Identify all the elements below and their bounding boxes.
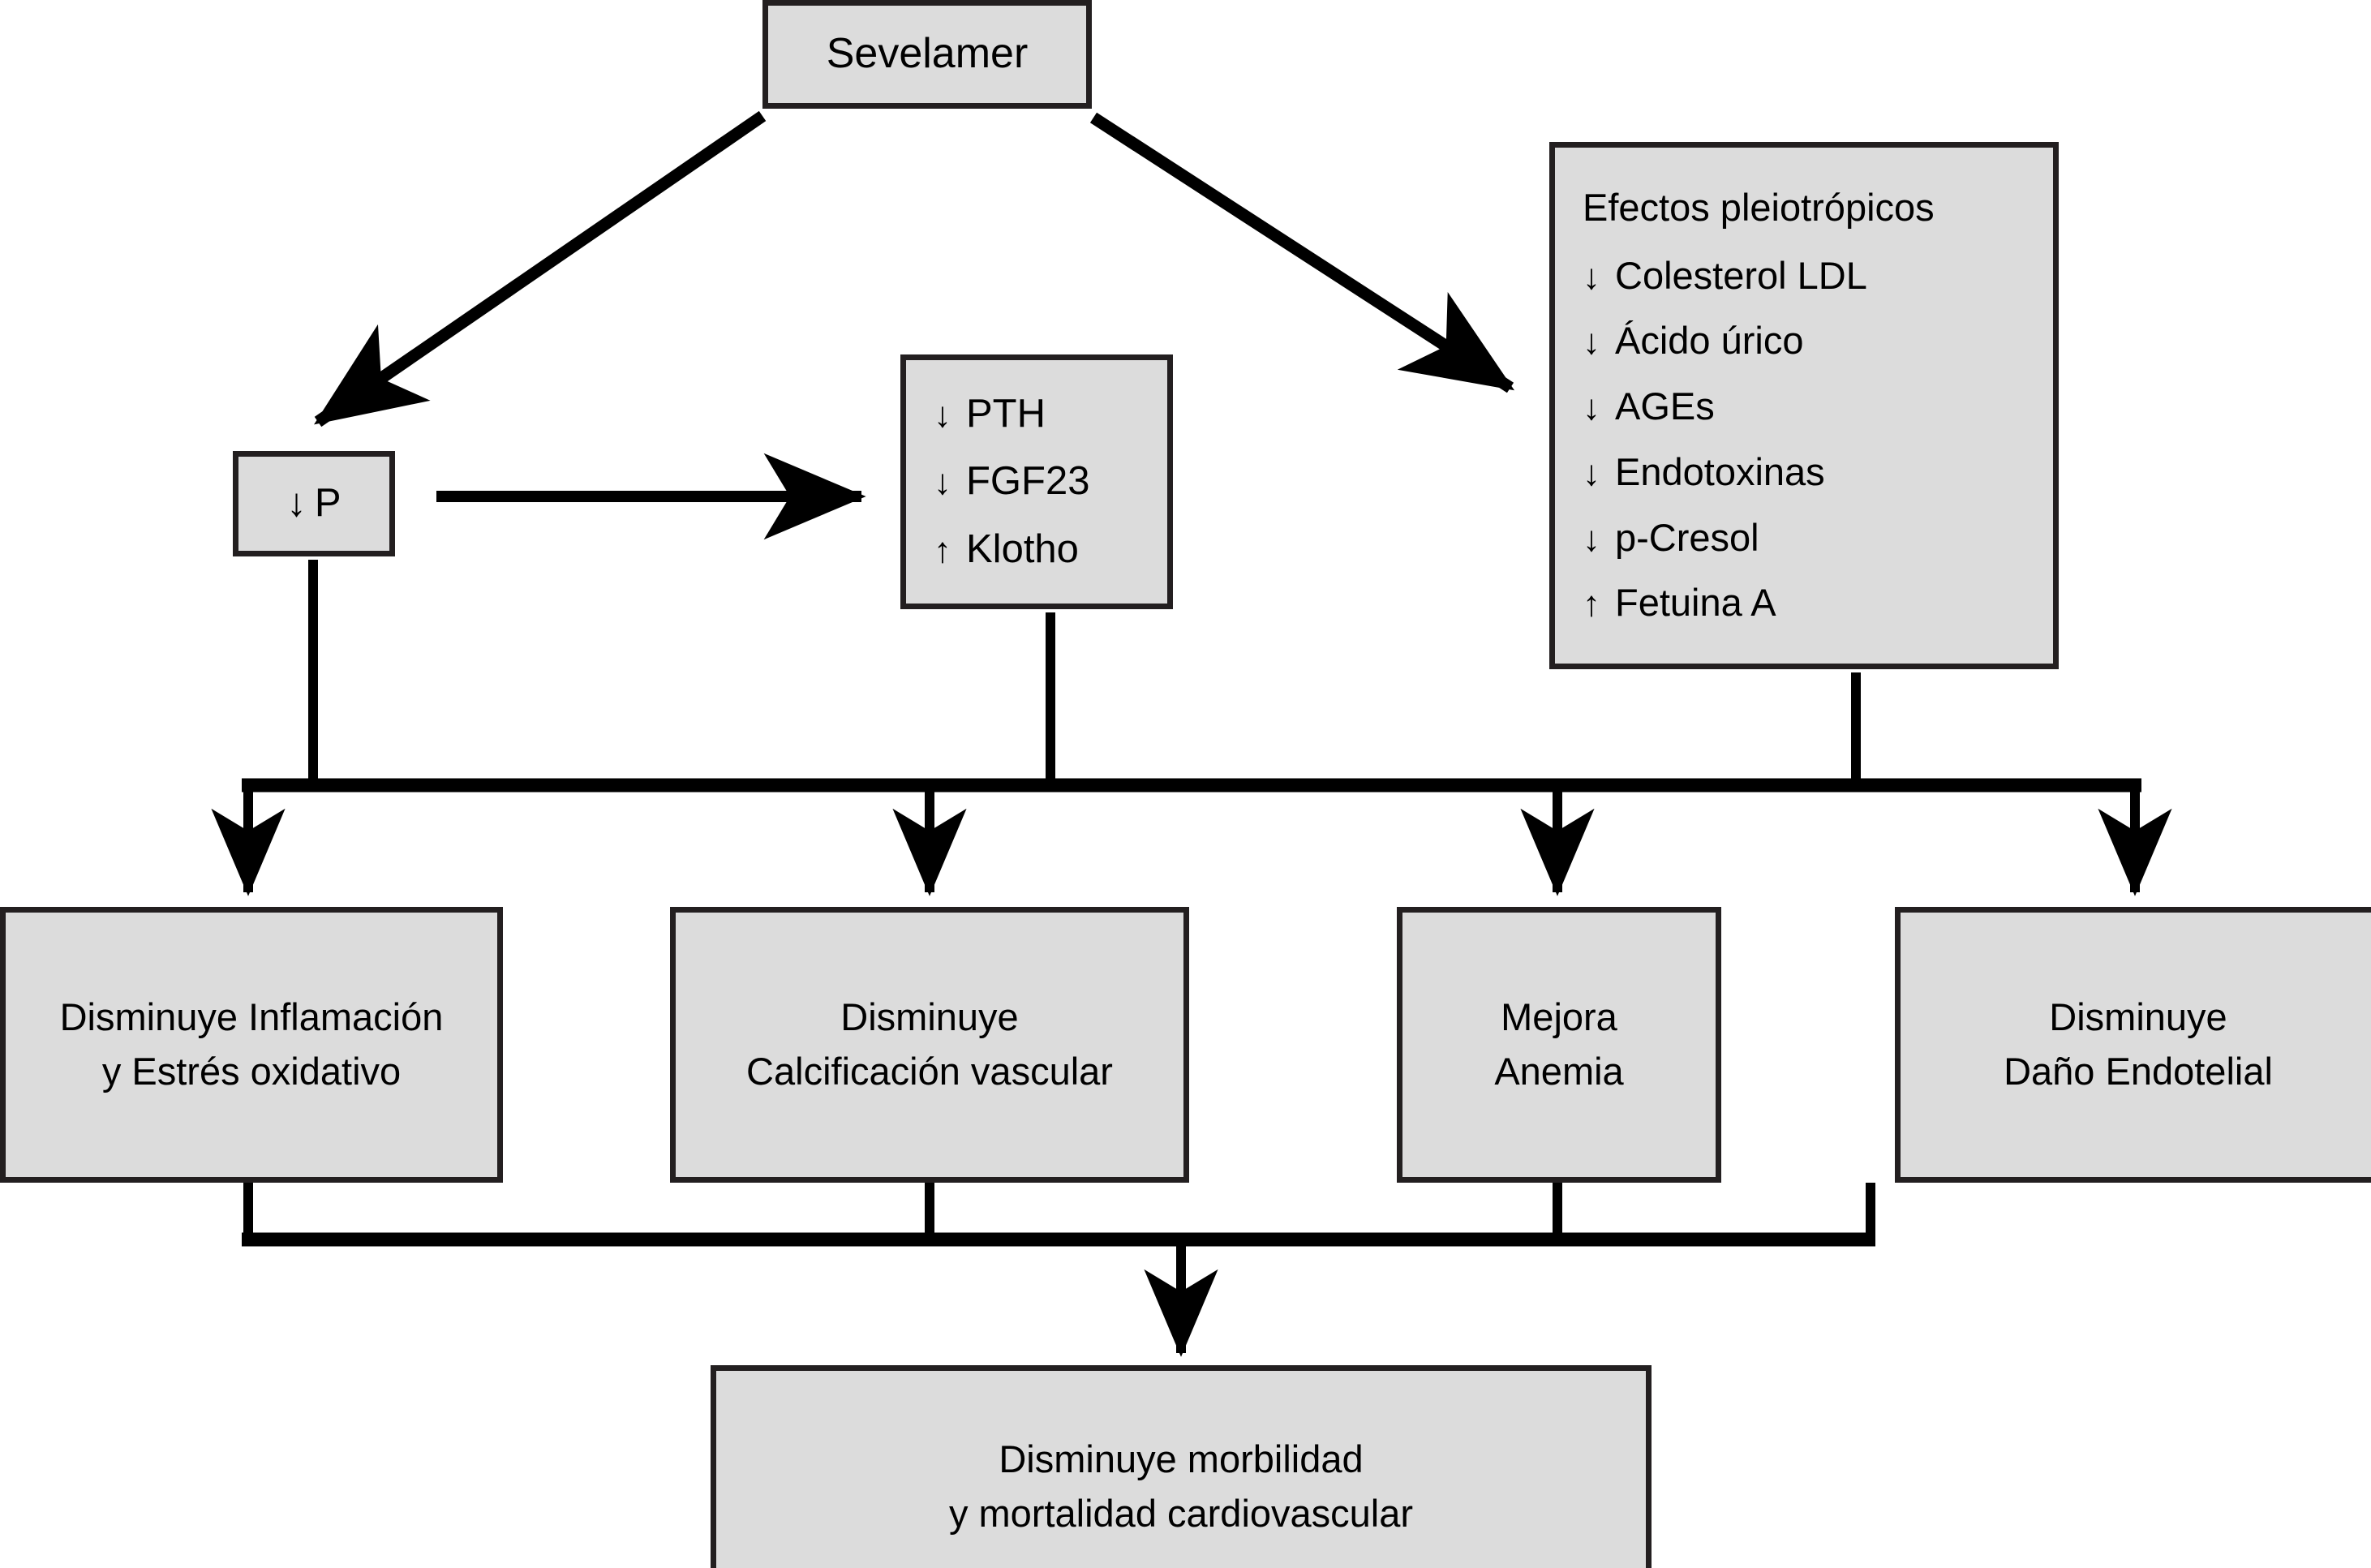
down-arrow-icon: ↓ — [1583, 322, 1600, 363]
list-item: ↓ Colesterol LDL — [1583, 249, 1867, 303]
list-item: ↓ PTH — [934, 386, 1046, 443]
down-arrow-icon: ↓ — [1583, 518, 1600, 559]
node-pth-fgf23-klotho: ↓ PTH ↓ FGF23 ↑ Klotho — [900, 354, 1173, 609]
pleiotropic-header-label: Efectos pleiotrópicos — [1583, 185, 1935, 229]
outcome-line-1: Disminuye Inflamación — [59, 995, 444, 1039]
list-item: ↑ Fetuina A — [1583, 576, 1776, 630]
list-item-label: FGF23 — [966, 459, 1090, 504]
list-item: ↓ AGEs — [1583, 380, 1715, 434]
pleiotropic-list: Efectos pleiotrópicos ↓ Colesterol LDL ↓… — [1555, 175, 2053, 636]
down-arrow-icon: ↓ — [286, 481, 307, 526]
node-phosphate: ↓P — [233, 451, 395, 556]
outcome-line-2: Calcificación vascular — [746, 1050, 1113, 1093]
node-outcome-vascular-calcification: Disminuye Calcificación vascular — [670, 907, 1189, 1183]
node-phosphate-text: ↓P — [286, 475, 341, 532]
node-final-outcome: Disminuye morbilidad y mortalidad cardio… — [711, 1365, 1652, 1568]
outcome-line-1: Disminuye — [2049, 995, 2227, 1039]
list-item: ↓ FGF23 — [934, 453, 1089, 510]
node-sevelamer: Sevelamer — [762, 0, 1092, 109]
list-item-label: AGEs — [1615, 384, 1715, 428]
outcome-line-2: y Estrés oxidativo — [101, 1050, 402, 1093]
list-item-label: Fetuina A — [1615, 581, 1776, 625]
down-arrow-icon: ↓ — [1583, 388, 1600, 428]
node-pleiotropic-effects: Efectos pleiotrópicos ↓ Colesterol LDL ↓… — [1549, 142, 2059, 669]
list-item-label: p-Cresol — [1615, 515, 1759, 559]
list-item-label: Ácido úrico — [1615, 319, 1804, 363]
up-arrow-icon: ↑ — [1583, 584, 1600, 625]
edge-sevelamer-to-phosphate — [314, 110, 767, 427]
node-phosphate-label: P — [314, 481, 341, 526]
node-outcome-anemia: Mejora Anemia — [1397, 907, 1721, 1183]
outcome-line-2: Anemia — [1494, 1050, 1624, 1093]
edge-sevelamer-to-pleiotropic — [1089, 112, 1515, 393]
down-arrow-icon: ↓ — [1583, 453, 1600, 493]
list-item: ↑ Klotho — [934, 522, 1079, 578]
list-item-label: PTH — [966, 391, 1046, 436]
node-outcome-endothelial-damage: Disminuye Daño Endotelial — [1895, 907, 2371, 1183]
pth-list: ↓ PTH ↓ FGF23 ↑ Klotho — [906, 380, 1167, 584]
outcome-line-1: Mejora — [1501, 995, 1617, 1039]
list-item-label: Endotoxinas — [1615, 449, 1825, 493]
list-item: ↓ Ácido úrico — [1583, 314, 1804, 368]
final-line-2: y mortalidad cardiovascular — [948, 1492, 1414, 1535]
node-sevelamer-label: Sevelamer — [826, 30, 1029, 78]
up-arrow-icon: ↑ — [934, 530, 951, 570]
down-arrow-icon: ↓ — [934, 462, 951, 503]
pleiotropic-header: Efectos pleiotrópicos — [1583, 181, 1935, 235]
final-line-1: Disminuye morbilidad — [999, 1437, 1364, 1481]
list-item: ↓ Endotoxinas — [1583, 445, 1825, 500]
node-outcome-inflammation: Disminuye Inflamación y Estrés oxidativo — [0, 907, 503, 1183]
down-arrow-icon: ↓ — [1583, 256, 1600, 297]
outcome-line-1: Disminuye — [840, 995, 1019, 1039]
list-item-label: Colesterol LDL — [1615, 253, 1867, 297]
list-item: ↓ p-Cresol — [1583, 511, 1759, 565]
list-item-label: Klotho — [966, 526, 1079, 571]
outcome-line-2: Daño Endotelial — [2004, 1050, 2273, 1093]
down-arrow-icon: ↓ — [934, 394, 951, 435]
